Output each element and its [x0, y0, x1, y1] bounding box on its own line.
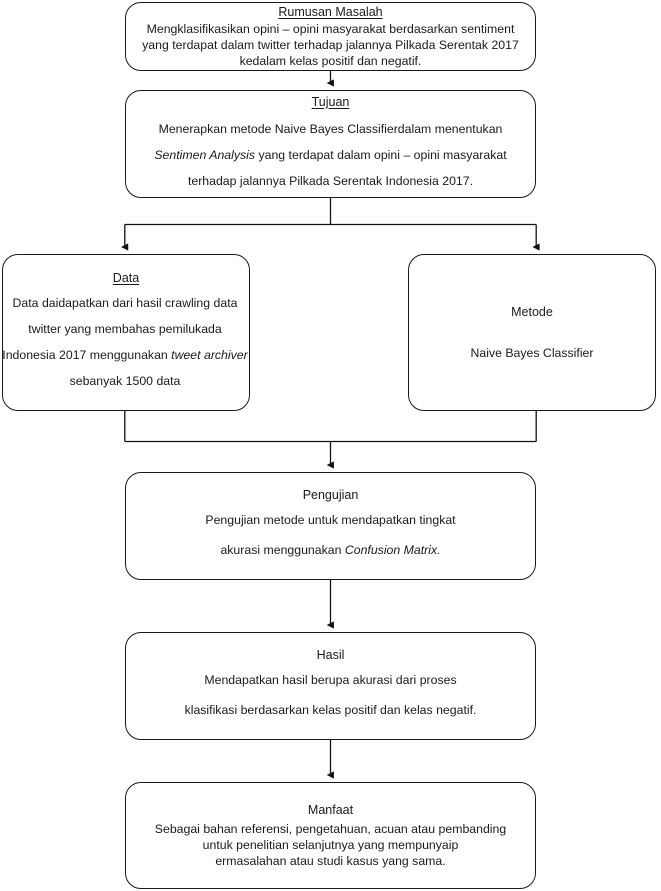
node-tujuan[interactable]: Tujuan Menerapkan metode Naive Bayes Cla…: [125, 90, 536, 198]
node-manfaat-line-1: Sebagai bahan referensi, pengetahuan, ac…: [154, 821, 507, 836]
node-tujuan-line-2-italic: Sentimen Analysis: [154, 147, 256, 162]
node-data-line-3: Indonesia 2017 menggunakan tweet archive…: [0, 342, 259, 368]
node-data-line-2: twitter yang membahas pemilukada: [28, 322, 222, 336]
node-tujuan-line-2: Sentimen Analysis yang terdapat dalam op…: [154, 142, 506, 168]
node-pengujian-heading: Pengujian: [302, 487, 359, 502]
node-metode[interactable]: Metode Naive Bayes Classifier: [408, 254, 656, 411]
node-hasil-heading: Hasil: [316, 647, 345, 662]
node-manfaat-body: Sebagai bahan referensi, pengetahuan, ac…: [155, 821, 506, 869]
node-hasil[interactable]: Hasil Mendapatkan hasil berupa akurasi d…: [125, 632, 536, 740]
node-rumusan-heading: Rumusan Masalah: [278, 4, 383, 19]
node-hasil-body: Mendapatkan hasil berupa akurasi dari pr…: [185, 665, 477, 725]
node-metode-body: Naive Bayes Classifier: [470, 346, 593, 360]
node-manfaat-line-2: untuk penelitian selanjutnya yang mempun…: [202, 837, 459, 852]
node-rumusan-line-2: yang terdapat dalam twitter terhadap jal…: [142, 37, 519, 52]
node-pengujian[interactable]: Pengujian Pengujian metode untuk mendapa…: [125, 472, 536, 580]
node-data-line-3-italic: tweet archiver: [171, 348, 248, 362]
node-manfaat[interactable]: Manfaat Sebagai bahan referensi, pengeta…: [125, 782, 536, 889]
node-manfaat-heading: Manfaat: [307, 802, 354, 817]
node-data[interactable]: Data Data daidapatkan dari hasil crawlin…: [2, 254, 250, 411]
node-tujuan-line-1: Menerapkan metode Naive Bayes Classifier…: [158, 121, 503, 136]
node-tujuan-line-2-rest: yang terdapat dalam opini – opini masyar…: [255, 147, 507, 162]
node-metode-heading: Metode: [511, 305, 553, 319]
node-data-line-1: Data daidapatkan dari hasil crawling dat…: [12, 296, 238, 310]
node-manfaat-line-3: ermasalahan atau studi kasus yang sama.: [215, 853, 446, 868]
node-hasil-line-1: Mendapatkan hasil berupa akurasi dari pr…: [204, 672, 457, 687]
node-data-line-3-pre: Indonesia 2017 menggunakan: [2, 348, 172, 362]
node-pengujian-line-1: Pengujian metode untuk mendapatkan tingk…: [205, 512, 456, 527]
node-tujuan-body: Menerapkan metode Naive Bayes Classifier…: [154, 116, 506, 194]
node-tujuan-line-3: terhadap jalannya Pilkada Serentak Indon…: [187, 173, 474, 188]
node-data-heading: Data: [112, 271, 140, 285]
node-pengujian-body: Pengujian metode untuk mendapatkan tingk…: [205, 505, 455, 565]
node-rumusan-masalah[interactable]: Rumusan Masalah Mengklasifikasikan opini…: [125, 2, 536, 71]
node-rumusan-line-1: Mengklasifikasikan opini – opini masyara…: [146, 21, 515, 36]
node-pengujian-line-2-pre: akurasi menggunakan: [220, 542, 345, 557]
node-pengujian-line-2: akurasi menggunakan Confusion Matrix.: [205, 535, 455, 565]
node-data-line-4: sebanyak 1500 data: [69, 374, 181, 388]
node-rumusan-body: Mengklasifikasikan opini – opini masyara…: [142, 21, 519, 69]
node-data-body: Data daidapatkan dari hasil crawling dat…: [0, 290, 259, 394]
node-hasil-line-2: klasifikasi berdasarkan kelas positif da…: [184, 702, 477, 717]
node-pengujian-line-2-italic: Confusion Matrix.: [344, 542, 441, 557]
node-rumusan-line-3: kedalam kelas positif dan negatif.: [239, 53, 422, 68]
node-tujuan-heading: Tujuan: [311, 94, 350, 109]
node-metode-line-1: Naive Bayes Classifier: [470, 346, 594, 360]
